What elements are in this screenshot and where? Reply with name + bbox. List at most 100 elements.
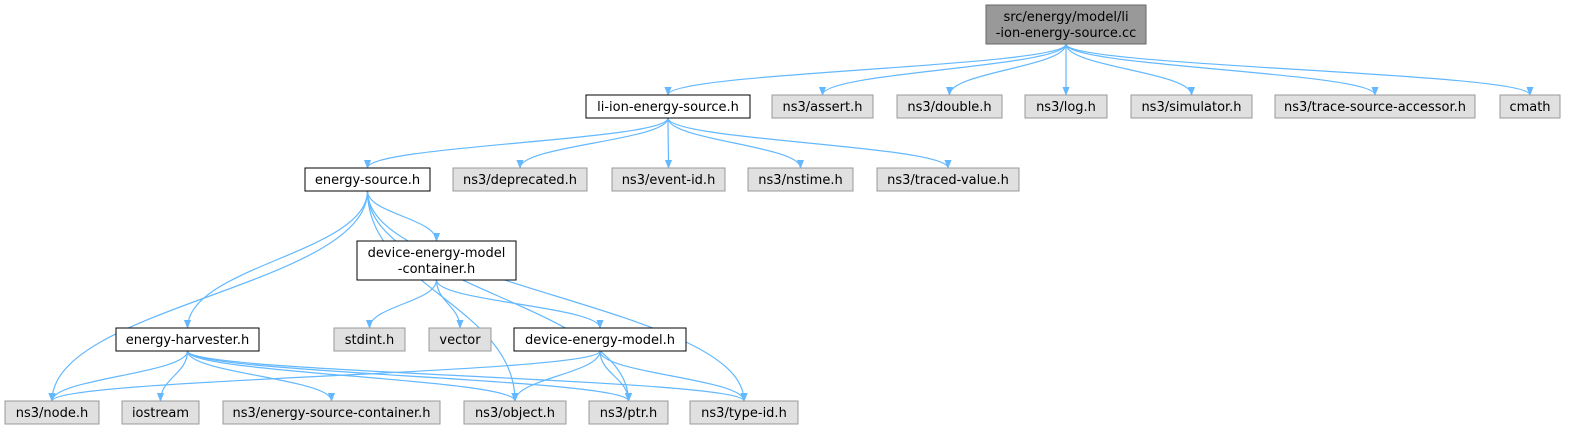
node-box [771, 94, 874, 119]
node-box [115, 327, 260, 352]
edge-li_ion-to-energy_source [364, 117, 669, 169]
node-box [304, 167, 431, 192]
node-box [896, 94, 1003, 119]
nodes-layer: src/energy/model/li-ion-energy-source.cc… [4, 4, 1561, 425]
edge-root-to-li_ion [664, 43, 1067, 96]
edge-demc-to-stdint [365, 279, 438, 329]
node-box [585, 94, 751, 119]
node-box [1024, 94, 1108, 119]
node-label: ns3/traced-value.h [887, 173, 1009, 188]
node-esc: ns3/energy-source-container.h [222, 400, 441, 425]
node-box [1130, 94, 1253, 119]
node-box [452, 167, 588, 192]
node-type-id: ns3/type-id.h [689, 400, 799, 425]
node-label: energy-source.h [315, 173, 420, 188]
node-nstime: ns3/nstime.h [747, 167, 854, 192]
node-box [611, 167, 726, 192]
node-log: ns3/log.h [1024, 94, 1108, 119]
edge-energy_source-to-harvester [183, 190, 369, 329]
node-box [985, 4, 1147, 45]
node-box [588, 400, 669, 425]
node-label: ns3/double.h [907, 100, 991, 115]
edge-harvester-to-object [186, 350, 519, 402]
edge-demc-to-vector [435, 279, 464, 329]
node-box [356, 240, 517, 281]
node-box [1499, 94, 1561, 119]
node-box [333, 327, 406, 352]
edge-dem-to-ptr [599, 350, 633, 402]
edge-harvester-to-esc [186, 350, 336, 402]
edge-li_ion-to-event_id [664, 117, 673, 169]
node-label: cmath [1509, 100, 1550, 115]
edge-harvester-to-type_id [186, 350, 748, 402]
edge-root-to-tsa [1065, 43, 1379, 96]
node-node: ns3/node.h [4, 400, 100, 425]
edge-energy_source-to-demc [366, 190, 441, 242]
node-label: ns3/ptr.h [600, 406, 658, 421]
node-label: -container.h [398, 262, 475, 277]
node-iostream: iostream [121, 400, 200, 425]
node-label: ns3/type-id.h [701, 406, 787, 421]
node-box [747, 167, 854, 192]
node-label: device-energy-model.h [525, 333, 675, 348]
node-stdint: stdint.h [333, 327, 406, 352]
edge-harvester-to-node [48, 350, 189, 402]
node-label: iostream [132, 406, 189, 421]
edge-root-to-simulator [1065, 43, 1196, 96]
node-label: ns3/object.h [475, 406, 555, 421]
edge-energy_source-to-node [48, 190, 369, 402]
node-label: ns3/simulator.h [1141, 100, 1241, 115]
node-ptr: ns3/ptr.h [588, 400, 669, 425]
edges-layer [48, 43, 1534, 402]
node-label: ns3/deprecated.h [463, 173, 577, 188]
node-label: ns3/event-id.h [622, 173, 716, 188]
node-object: ns3/object.h [463, 400, 567, 425]
edge-li_ion-to-nstime [667, 117, 805, 169]
node-label: ns3/log.h [1036, 100, 1096, 115]
node-label: vector [439, 333, 481, 348]
node-vector: vector [428, 327, 492, 352]
node-box [428, 327, 492, 352]
node-li-ion[interactable]: li-ion-energy-source.h [585, 94, 751, 119]
edge-dem-to-object [511, 350, 601, 402]
node-traced-value: ns3/traced-value.h [876, 167, 1020, 192]
node-label: src/energy/model/li [1003, 10, 1128, 25]
node-label: li-ion-energy-source.h [597, 100, 739, 115]
node-box [1274, 94, 1476, 119]
node-label: ns3/assert.h [783, 100, 863, 115]
node-box [513, 327, 687, 352]
node-label: ns3/energy-source-container.h [232, 406, 430, 421]
edge-dem-to-node [48, 350, 601, 402]
edge-dem-to-type_id [599, 350, 748, 402]
node-cmath: cmath [1499, 94, 1561, 119]
node-demc[interactable]: device-energy-model-container.h [356, 240, 517, 281]
edge-energy_source-to-ptr [366, 190, 633, 402]
edge-root-to-double [945, 43, 1067, 96]
node-label: ns3/trace-source-accessor.h [1284, 100, 1466, 115]
node-box [4, 400, 100, 425]
node-dem[interactable]: device-energy-model.h [513, 327, 687, 352]
node-energy-source[interactable]: energy-source.h [304, 167, 431, 192]
node-root[interactable]: src/energy/model/li-ion-energy-source.cc [985, 4, 1147, 45]
node-deprecated: ns3/deprecated.h [452, 167, 588, 192]
edge-demc-to-dem [435, 279, 604, 329]
node-label: ns3/node.h [16, 406, 88, 421]
edge-li_ion-to-deprecated [516, 117, 669, 169]
node-label: device-energy-model [368, 246, 506, 261]
node-box [121, 400, 200, 425]
edge-li_ion-to-traced_value [667, 117, 952, 169]
node-label: stdint.h [345, 333, 394, 348]
node-box [222, 400, 441, 425]
node-tsa: ns3/trace-source-accessor.h [1274, 94, 1476, 119]
node-box [876, 167, 1020, 192]
node-assert: ns3/assert.h [771, 94, 874, 119]
node-label: energy-harvester.h [126, 333, 249, 348]
node-box [463, 400, 567, 425]
node-box [689, 400, 799, 425]
edge-harvester-to-iostream [156, 350, 189, 402]
node-harvester[interactable]: energy-harvester.h [115, 327, 260, 352]
edge-energy_source-to-type_id [366, 190, 748, 402]
node-label: -ion-energy-source.cc [996, 26, 1137, 41]
node-simulator: ns3/simulator.h [1130, 94, 1253, 119]
